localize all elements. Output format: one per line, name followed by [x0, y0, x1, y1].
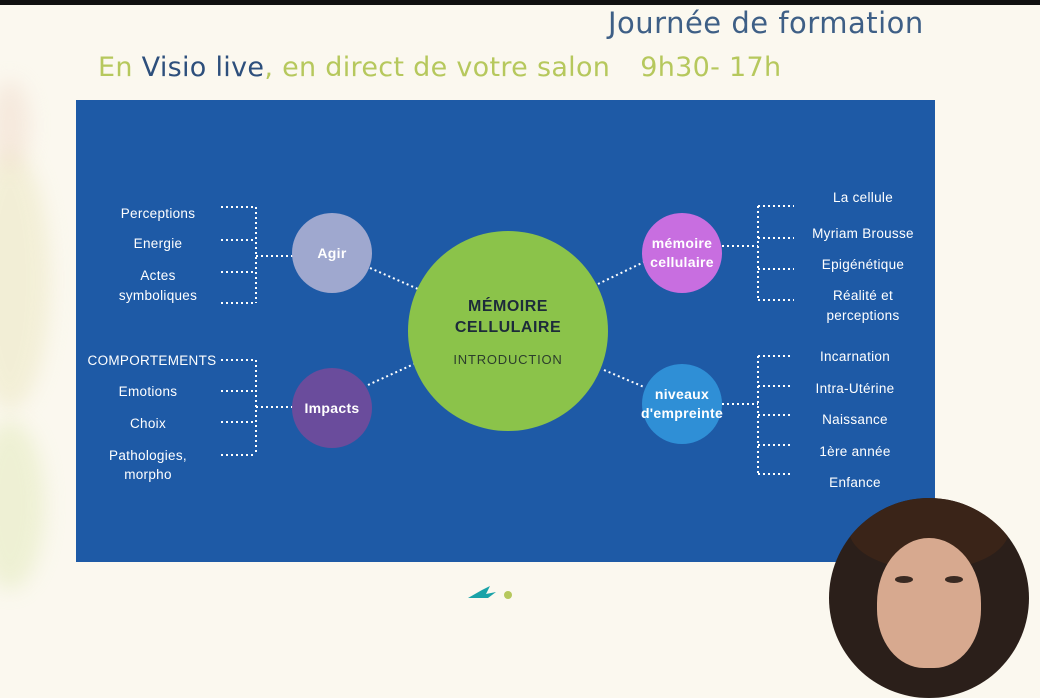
niveaux-item-1ere-annee: 1ère année — [819, 444, 891, 459]
central-title-line1: MÉMOIRE — [468, 297, 548, 315]
agir-item-perceptions: Perceptions — [120, 206, 196, 221]
niveaux-item-incarnation: Incarnation — [819, 349, 891, 364]
presenter-avatar — [829, 498, 1029, 698]
impacts-item-morpho: morpho — [124, 467, 172, 482]
page-subtitle: En Visio live, en direct de votre salon 9… — [98, 52, 781, 83]
node-niveaux-label-2: d'empreinte — [640, 405, 724, 421]
subtitle-time: 9h30- 17h — [640, 52, 782, 83]
node-memoire: mémoire cellulaire — [642, 213, 722, 293]
watercolor-wash — [0, 80, 30, 170]
node-agir: Agir — [292, 213, 372, 293]
memoire-item-cellule: La cellule — [832, 190, 894, 205]
niveaux-item-intra-uterine: Intra-Utérine — [815, 381, 895, 396]
subtitle-post: , en direct de votre salon — [264, 52, 611, 83]
node-agir-label: Agir — [317, 244, 347, 261]
node-impacts: Impacts — [292, 368, 372, 448]
top-bar — [0, 0, 1040, 5]
watercolor-wash — [0, 420, 45, 590]
niveaux-item-enfance: Enfance — [829, 475, 881, 490]
impacts-item-comportements: COMPORTEMENTS — [87, 353, 217, 368]
node-niveaux: niveaux d'empreinte — [640, 364, 724, 444]
node-niveaux-label-1: niveaux — [654, 386, 710, 402]
memoire-item-realite: Réalité et — [832, 288, 894, 303]
memoire-item-perceptions: perceptions — [826, 308, 900, 323]
node-memoire-label-1: mémoire — [651, 235, 713, 251]
agir-item-actes: Actes — [140, 268, 176, 283]
central-title-line2: CELLULAIRE — [454, 318, 562, 336]
subtitle-pre: En — [98, 52, 142, 83]
agir-item-symboliques: symboliques — [118, 288, 198, 303]
memoire-item-epigenetique: Epigénétique — [821, 257, 905, 272]
impacts-item-emotions: Emotions — [118, 384, 178, 399]
impacts-item-pathologies: Pathologies, — [109, 448, 187, 463]
niveaux-item-naissance: Naissance — [822, 412, 888, 427]
agir-item-energie: Energie — [133, 236, 183, 251]
mindmap-panel: MÉMOIRE CELLULAIRE INTRODUCTION Agir Imp… — [76, 100, 935, 562]
memoire-item-myriam: Myriam Brousse — [812, 226, 914, 241]
bird-logo-icon — [468, 586, 512, 599]
node-memoire-label-2: cellulaire — [650, 254, 714, 270]
subtitle-visio: Visio live — [141, 52, 265, 83]
watercolor-wash — [0, 150, 50, 410]
node-impacts-label: Impacts — [304, 399, 360, 416]
page-title: Journée de formation — [608, 6, 924, 40]
central-subtitle: INTRODUCTION — [453, 351, 563, 367]
central-node: MÉMOIRE CELLULAIRE INTRODUCTION — [408, 231, 608, 431]
impacts-item-choix: Choix — [129, 416, 166, 431]
connector-lines — [221, 205, 794, 475]
